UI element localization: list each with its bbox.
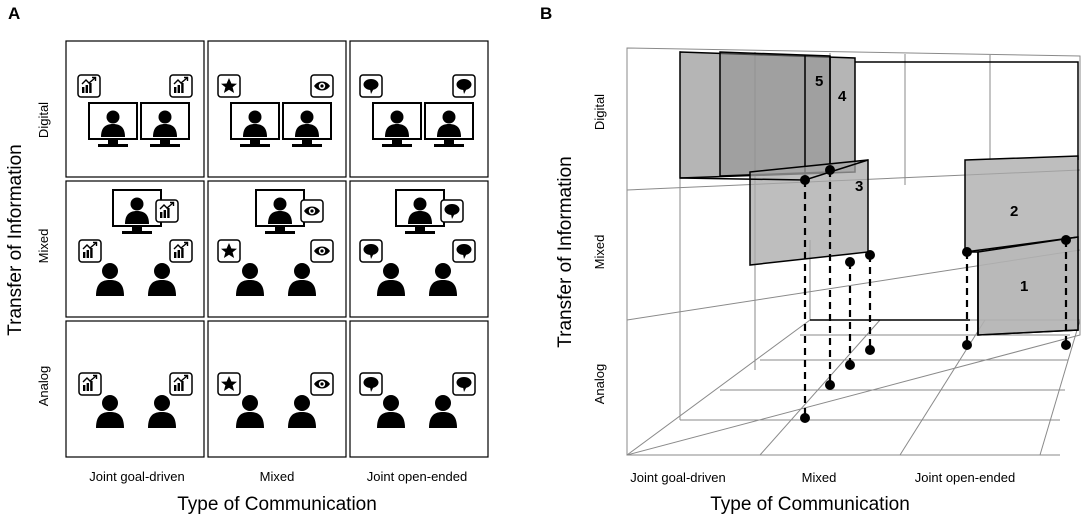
cell-mixed-goal-driven bbox=[79, 189, 192, 296]
cell-analog-goal-driven bbox=[79, 373, 192, 428]
box-label-2: 2 bbox=[1010, 203, 1018, 220]
cell-analog-open-ended bbox=[360, 373, 475, 428]
cell-digital-open-ended bbox=[360, 75, 475, 148]
cell-mixed-mixed bbox=[218, 189, 333, 296]
box-label-5: 5 bbox=[815, 73, 823, 90]
panel-a-col-label-joint-goal-driven: Joint goal-driven bbox=[89, 469, 185, 484]
panel-b-x-axis-label: Type of Communication bbox=[710, 494, 910, 515]
cell-digital-goal-driven bbox=[78, 75, 192, 148]
box-label-1: 1 bbox=[1020, 278, 1028, 295]
drop-lines bbox=[803, 170, 1068, 418]
panel-a-col-label-joint-open-ended: Joint open-ended bbox=[366, 469, 468, 484]
box-label-3: 3 bbox=[855, 178, 863, 195]
cell-mixed-open-ended bbox=[360, 189, 475, 296]
data-points bbox=[800, 165, 1071, 423]
panel-a-letter: A bbox=[8, 4, 21, 23]
cell-analog-mixed bbox=[218, 373, 333, 428]
panel-b-floor-grid bbox=[626, 319, 1081, 456]
panel-a-grid bbox=[65, 40, 489, 458]
box-label-4: 4 bbox=[838, 88, 847, 105]
box-5-4 bbox=[679, 51, 856, 180]
box-2-1 bbox=[964, 155, 1079, 336]
panel-a-x-axis-label: Type of Communication bbox=[177, 494, 377, 515]
panel-b-letter: B bbox=[540, 4, 553, 23]
cell-digital-mixed bbox=[218, 75, 333, 148]
panel-b-col-label-mixed: Mixed bbox=[801, 470, 837, 485]
panel-b-col-label-joint-goal-driven: Joint goal-driven bbox=[630, 470, 726, 485]
panel-a-col-label-mixed: Mixed bbox=[259, 469, 295, 484]
panel-b-frame bbox=[810, 61, 1079, 321]
panel-b-col-label-joint-open-ended: Joint open-ended bbox=[914, 470, 1016, 485]
